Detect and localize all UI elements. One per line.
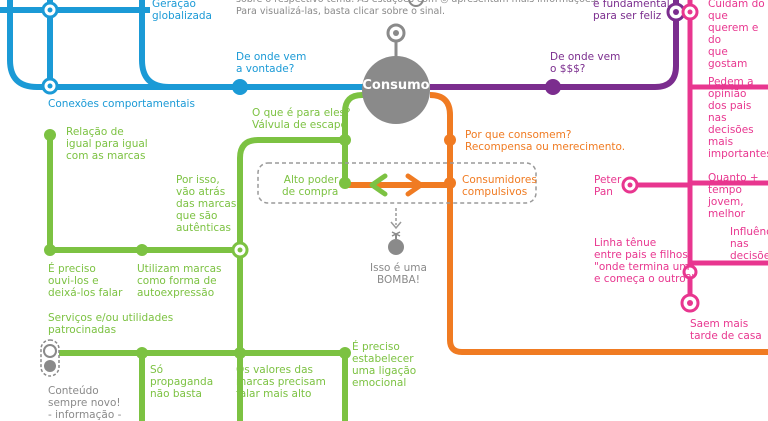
label-valvula: O que é para eles? Válvula de escape [252,107,351,131]
purchase-box [257,162,537,204]
orange-line [345,92,768,355]
station-vontade [232,79,248,95]
label-servicos: Serviços e/ou utilidades patrocinadas [48,312,174,336]
label-ouvi: É preciso ouvi-los e deixá-los falar [48,263,123,299]
info-station-icon [408,0,424,7]
label-conexoes: Conexões comportamentais [48,98,195,110]
label-geracao: Geração globalizada [152,0,212,22]
label-ligacao: É preciso estabelecer uma ligação emocio… [352,341,417,389]
station-relacao [44,129,56,141]
label-por-que: Por que consomem? Recompensa ou merecime… [465,129,626,153]
label-influencia: Influência nas decisões [730,226,768,262]
label-quanto: Quanto + tempo jovem, melhor [708,172,759,220]
label-saem: Saem mais tarde de casa [690,318,762,342]
station-propaganda [136,347,148,359]
station-dinheiro [545,79,561,95]
station-autoexpressao [136,244,148,256]
label-dinheiro: De onde vem o $$$? [550,51,621,75]
purple-line [430,0,679,90]
label-peter-pan: Peter Pan [594,174,622,198]
label-bomba: Isso é uma BOMBA! [370,262,427,286]
station-compulsivos [444,177,456,189]
arrow-right-icon [405,173,424,197]
hub-consumo[interactable] [362,56,430,124]
label-por-isso: Por isso, vão atrás das marcas que são a… [176,174,237,234]
label-linha-tenue: Linha tênue entre pais e filhos: "onde t… [594,237,697,285]
pink-line [630,0,768,303]
arrow-left-icon [369,173,388,197]
label-compulsivos: Consumidores compulsivos [462,174,537,198]
station-linha-tenue[interactable] [682,264,698,280]
label-conteudo: Conteúdo sempre novo! - informação - [48,385,122,421]
bomb-icon [388,208,404,255]
label-pedem: Pedem a opinião dos pais nas decisões ma… [708,76,768,160]
label-valores: Os valores das marcas precisam falar mai… [236,364,326,400]
label-fundamental: é fundamental para ser feliz [593,0,670,22]
label-propaganda: Só propaganda não basta [150,364,214,400]
label-vontade: De onde vem a vontade? [236,51,307,75]
label-cuidam: Cuidam do que querem e do que gostam [708,0,765,70]
label-autoexpressao: Utilizam marcas como forma de autoexpres… [137,263,222,299]
label-alto-poder: Alto poder de compra [282,174,339,198]
station-alto-poder [339,177,351,189]
top-note: sobre o respectivo tema. As estações com… [236,0,599,17]
station-valvula [339,134,351,146]
station-recompensa [444,134,456,146]
station-ligacao [339,347,351,359]
station-ouvi [44,244,56,256]
label-relacao: Relação de igual para igual com as marca… [66,126,148,162]
station-valores [234,347,246,359]
hub-label[interactable]: Consumo [362,78,430,93]
